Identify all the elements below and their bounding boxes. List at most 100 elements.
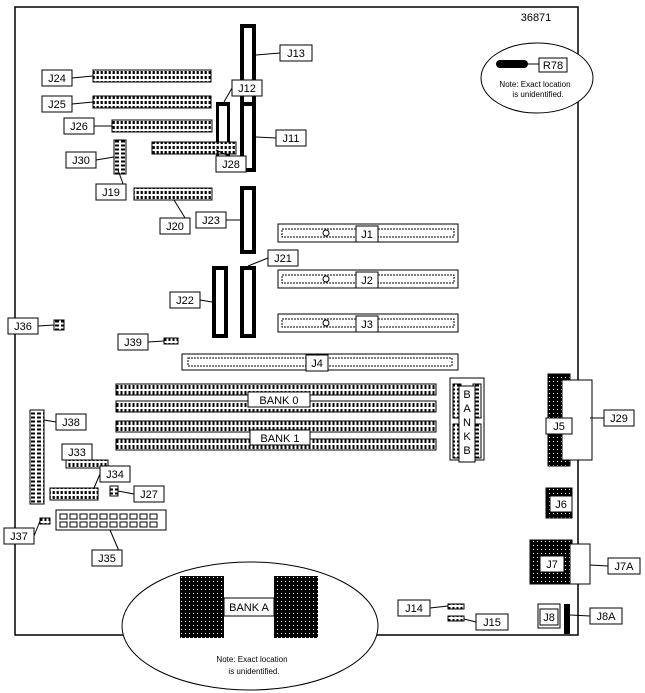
connector-j37: [39, 517, 51, 525]
label-j25: J25: [48, 99, 66, 111]
label-box-j34: [99, 465, 131, 483]
label-j8a: J8A: [597, 611, 617, 623]
leader-line-j22: [199, 299, 213, 303]
label-j23: J23: [202, 215, 220, 227]
label-j12: J12: [238, 83, 256, 95]
label-box-j38: [55, 413, 87, 431]
label-bank-b-char: N: [463, 417, 471, 429]
r78-note-line2: is unidentified.: [512, 90, 563, 99]
label-j14: J14: [405, 603, 423, 615]
connector-j15: [447, 615, 465, 622]
label-box-j4: [305, 354, 329, 372]
leader-line-j39: [147, 340, 165, 343]
label-j1: J1: [361, 229, 373, 241]
connector-j25: [92, 95, 212, 109]
bank-a-note-line1: Note: Exact location: [216, 655, 287, 664]
connector-j30: [113, 139, 127, 175]
label-j37: J37: [10, 531, 28, 543]
label-box-j2: [355, 271, 379, 289]
label-box-j28: [215, 155, 247, 173]
label-bank0: BANK 0: [259, 395, 298, 407]
leader-line-j11: [255, 136, 277, 139]
label-j2: J2: [361, 275, 373, 287]
connector-j7: [529, 539, 591, 585]
label-box-j23: [195, 211, 227, 229]
label-j8: J8: [543, 612, 555, 624]
label-box-j14: [397, 599, 431, 617]
label-r78: R78: [543, 60, 563, 72]
r78-note: R78 Note: Exact location is unidentified…: [480, 42, 594, 114]
label-j24: J24: [48, 73, 66, 85]
connector-j20: [133, 187, 213, 201]
label-j11: J11: [283, 133, 300, 145]
label-box-j36: [7, 317, 39, 335]
label-j30: J30: [72, 155, 90, 167]
connector-j39: [163, 337, 179, 345]
label-box-j15: [475, 613, 509, 631]
connector-j34: [49, 487, 99, 501]
label-box-j8a: [589, 607, 623, 625]
leader-line-j34: [93, 473, 101, 489]
leader-line-j12: [223, 87, 233, 103]
label-box-j5: [545, 417, 573, 435]
label-j7: J7: [546, 559, 558, 571]
connector-j26: [111, 119, 213, 133]
label-j27: J27: [140, 489, 158, 501]
leader-line-j21: [247, 257, 269, 267]
label-j4: J4: [311, 358, 323, 370]
label-j36: J36: [14, 321, 32, 333]
connector-j24: [92, 69, 212, 83]
label-j39: J39: [124, 337, 142, 349]
leader-line-j25: [71, 101, 94, 105]
connector-j8a: [564, 604, 570, 634]
leader-line-j30: [95, 156, 115, 161]
connector-j14: [447, 603, 465, 610]
connector-j36: [53, 319, 65, 331]
label-j26: J26: [70, 121, 88, 133]
bank-a-note: BANK A Note: Exact location is unidentif…: [121, 561, 379, 691]
label-bank-b-char: B: [463, 389, 470, 401]
connector-j38: [29, 409, 45, 505]
label-bank-b-char: A: [463, 403, 471, 415]
label-box-j7a: [607, 557, 641, 575]
label-box-j6: [549, 495, 573, 513]
label-j13: J13: [287, 48, 305, 60]
label-j7a: J7A: [615, 561, 635, 573]
label-box-j25: [41, 95, 73, 113]
label-box-bank1: [249, 429, 311, 446]
label-bank-a: BANK A: [229, 602, 269, 614]
label-j3: J3: [361, 319, 373, 331]
label-box-j3: [355, 315, 379, 333]
label-box-j26: [63, 117, 95, 135]
label-box-j11: [275, 129, 307, 147]
label-box-j12: [231, 79, 263, 97]
leader-line-j38: [43, 419, 57, 423]
label-box-j30: [65, 151, 97, 169]
leader-line-j14: [429, 605, 449, 609]
label-box-bank-b: [458, 385, 476, 463]
label-box-j39: [117, 333, 149, 351]
leader-line-j24: [71, 75, 94, 79]
label-j6: J6: [555, 499, 567, 511]
leader-line-j7a: [589, 564, 609, 567]
label-box-j20: [159, 217, 191, 235]
connector-j28: [151, 141, 237, 155]
label-j5: J5: [553, 421, 565, 433]
leader-line-j13: [255, 52, 281, 56]
label-box-bank0: [247, 391, 311, 408]
leader-line-j27: [117, 490, 135, 495]
label-box-j33: [61, 443, 93, 461]
label-box-j27: [133, 485, 165, 503]
label-j38: J38: [62, 417, 80, 429]
label-j34: J34: [106, 469, 124, 481]
figure-id: 36871: [521, 12, 552, 24]
label-j35: J35: [98, 553, 116, 565]
leader-line-j15: [463, 618, 477, 623]
label-j19: J19: [102, 187, 120, 199]
connector-j27: [109, 485, 119, 497]
label-j15: J15: [483, 617, 501, 629]
label-j33: J33: [68, 447, 86, 459]
label-box-j13: [279, 44, 313, 62]
bank-a-note-line2: is unidentified.: [228, 667, 279, 676]
